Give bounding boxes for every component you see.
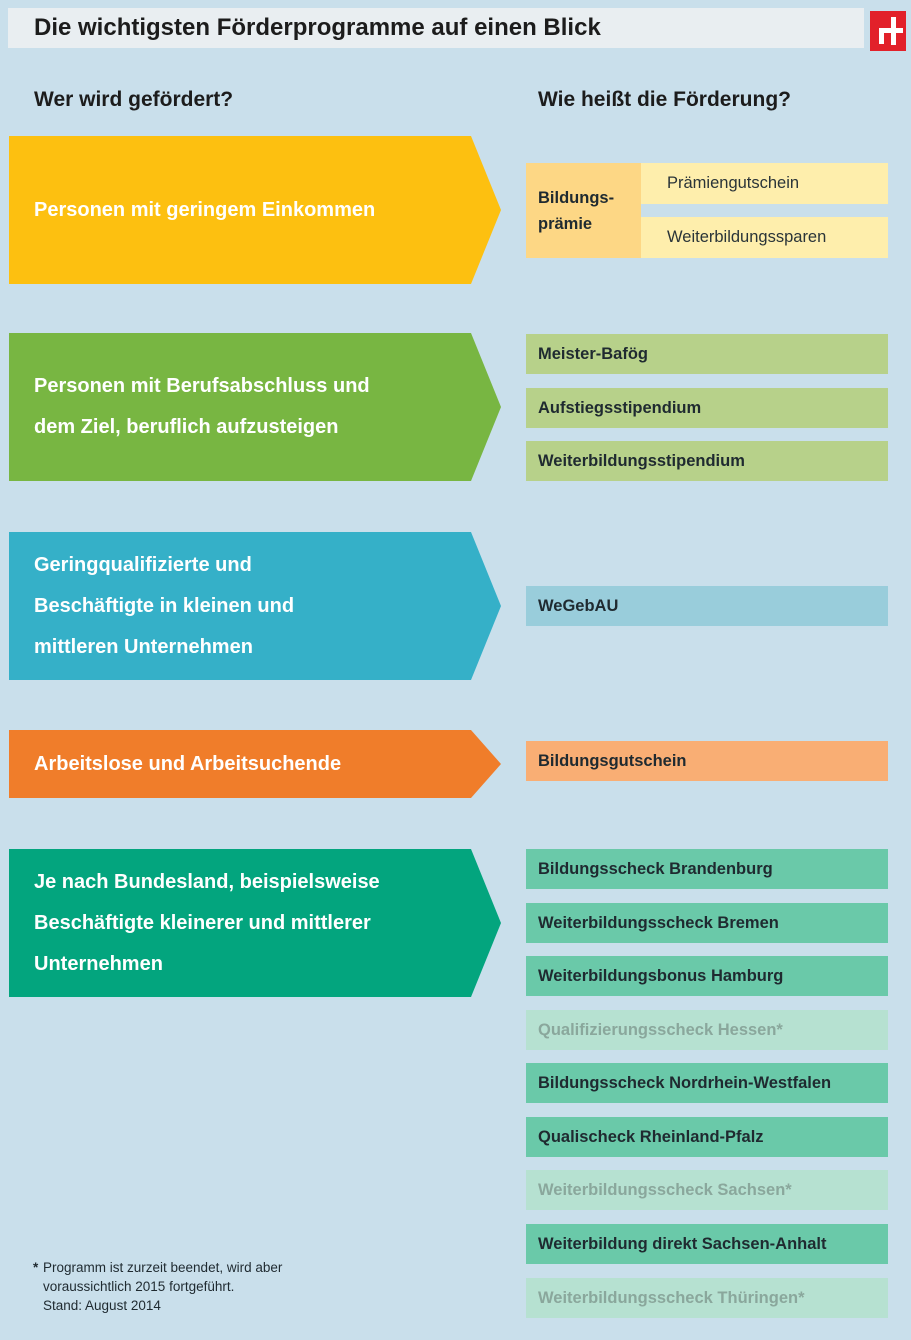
- group-low-income: Personen mit geringem Einkommen: [9, 136, 471, 284]
- program-label: WeGebAU: [538, 596, 619, 615]
- program-bildungsgutschein: Bildungsgutschein: [526, 741, 888, 781]
- group-vocational: Personen mit Berufsabschluss und dem Zie…: [9, 333, 471, 481]
- footnote-line: Programm ist zurzeit beendet, wird aber: [43, 1260, 283, 1275]
- column-heading-who: Wer wird gefördert?: [34, 88, 234, 111]
- group-label: Personen mit geringem Einkommen: [34, 198, 376, 221]
- program-weiterbildungsscheck-thueringen: Weiterbildungsscheck Thüringen*: [526, 1278, 888, 1318]
- program-label: Bildungsscheck Brandenburg: [538, 859, 773, 878]
- program-bildungspraemie: Bildungs- prämie: [526, 163, 641, 258]
- program-label: Bildungsscheck Nordrhein-Westfalen: [538, 1073, 832, 1092]
- program-label: Aufstiegsstipendium: [538, 398, 702, 417]
- program-bildungsscheck-nrw: Bildungsscheck Nordrhein-Westfalen: [526, 1063, 888, 1103]
- program-wegebau: WeGebAU: [526, 586, 888, 626]
- group-unemployed: Arbeitslose und Arbeitsuchende: [9, 730, 471, 798]
- program-weiterbildungsstipendium: Weiterbildungsstipendium: [526, 441, 888, 481]
- program-weiterbildungsscheck-bremen: Weiterbildungsscheck Bremen: [526, 903, 888, 943]
- group-label-line: Unternehmen: [34, 952, 163, 975]
- program-label: Weiterbildung direkt Sachsen-Anhalt: [538, 1234, 827, 1253]
- program-label: Weiterbildungsbonus Hamburg: [538, 966, 784, 985]
- program-label: Bildungsgutschein: [538, 751, 687, 770]
- program-label: Prämiengutschein: [667, 174, 800, 192]
- group-label-line: Personen mit Berufsabschluss und: [34, 375, 370, 397]
- program-label: Weiterbildungsstipendium: [538, 451, 745, 470]
- footnote-star: *: [33, 1260, 39, 1275]
- arrow-icon: [471, 136, 501, 284]
- arrow-icon: [471, 849, 501, 997]
- program-meister-bafoeg: Meister-Bafög: [526, 334, 888, 374]
- footnote-line: voraussichtlich 2015 fortgeführt.: [43, 1279, 235, 1294]
- group-federal-states: Je nach Bundesland, beispielsweise Besch…: [9, 849, 471, 997]
- program-bildungsscheck-brandenburg: Bildungsscheck Brandenburg: [526, 849, 888, 889]
- program-label-line: prämie: [538, 214, 593, 233]
- group-label-line: Geringqualifizierte und: [34, 553, 252, 576]
- stiftung-warentest-logo: [870, 11, 906, 51]
- program-label-line: Bildungs-: [538, 188, 615, 207]
- group-label-line: Beschäftigte in kleinen und: [34, 594, 295, 617]
- program-qualifizierungsscheck-hessen: Qualifizierungsscheck Hessen*: [526, 1010, 888, 1050]
- group-label-line: Beschäftigte kleinerer und mittlerer: [34, 911, 371, 934]
- group-label-line: dem Ziel, beruflich aufzusteigen: [34, 416, 339, 438]
- arrow-icon: [471, 333, 501, 481]
- program-praemiengutschein: Prämiengutschein: [641, 163, 888, 204]
- program-label: Weiterbildungsscheck Bremen: [538, 913, 779, 932]
- program-label: Weiterbildungsscheck Thüringen*: [538, 1288, 805, 1307]
- group-label-line: mittleren Unternehmen: [34, 635, 253, 658]
- program-weiterbildung-direkt-sachsen-anhalt: Weiterbildung direkt Sachsen-Anhalt: [526, 1224, 888, 1264]
- group-label-line: Je nach Bundesland, beispielsweise: [34, 870, 380, 893]
- column-heading-what: Wie heißt die Förderung?: [538, 88, 791, 111]
- footnote: * Programm ist zurzeit beendet, wird abe…: [33, 1258, 353, 1315]
- program-label: Meister-Bafög: [538, 344, 649, 363]
- footnote-line: Stand: August 2014: [43, 1298, 161, 1313]
- program-weiterbildungsbonus-hamburg: Weiterbildungsbonus Hamburg: [526, 956, 888, 996]
- program-aufstiegsstipendium: Aufstiegsstipendium: [526, 388, 888, 428]
- program-weiterbildungssparen: Weiterbildungssparen: [641, 217, 888, 258]
- program-label: Weiterbildungssparen: [667, 228, 827, 246]
- group-label: Arbeitslose und Arbeitsuchende: [34, 752, 342, 775]
- program-label: Qualifizierungsscheck Hessen*: [538, 1020, 783, 1039]
- program-qualischeck-rheinland-pfalz: Qualischeck Rheinland-Pfalz: [526, 1117, 888, 1157]
- program-label: Weiterbildungsscheck Sachsen*: [538, 1180, 792, 1199]
- program-label: Qualischeck Rheinland-Pfalz: [538, 1127, 764, 1146]
- page-title-text: Die wichtigsten Förderprogramme auf eine…: [34, 14, 601, 41]
- program-weiterbildungsscheck-sachsen: Weiterbildungsscheck Sachsen*: [526, 1170, 888, 1210]
- page-title: Die wichtigsten Förderprogramme auf eine…: [8, 8, 864, 48]
- arrow-icon: [471, 532, 501, 680]
- arrow-icon: [471, 730, 501, 798]
- group-low-qualified: Geringqualifizierte und Beschäftigte in …: [9, 532, 471, 680]
